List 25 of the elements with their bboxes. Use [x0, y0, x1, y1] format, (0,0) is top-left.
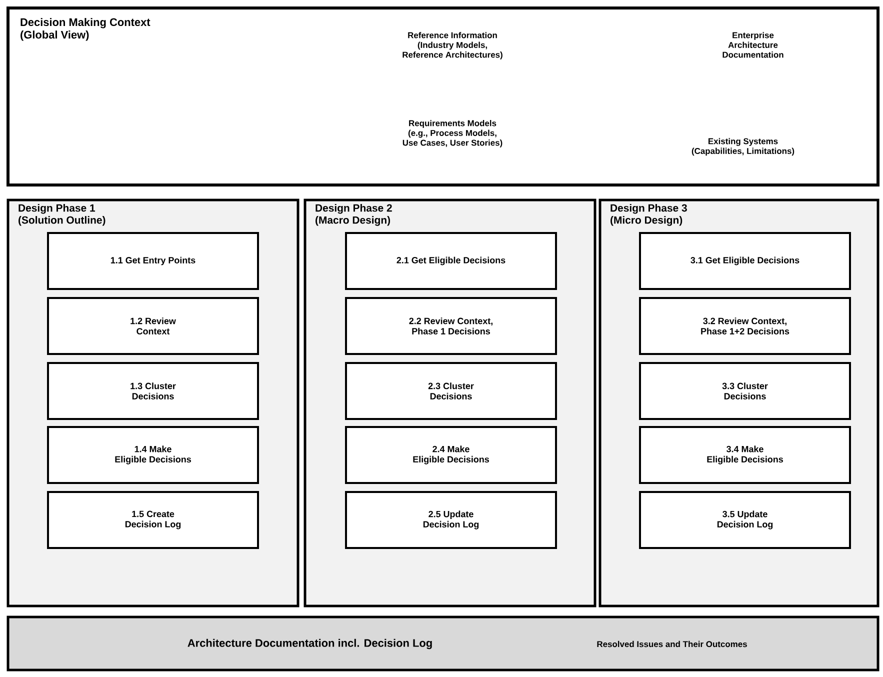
step-box: 2.5 Update Decision Log [345, 491, 557, 549]
step-box: 1.2 Review Context [47, 297, 259, 355]
phase-heading: Design Phase 1 (Solution Outline) [18, 204, 106, 226]
step-box: 3.5 Update Decision Log [639, 491, 851, 549]
step-box: 1.1 Get Entry Points [47, 232, 259, 290]
step-box: 2.2 Review Context, Phase 1 Decisions [345, 297, 557, 355]
step-box: 2.3 Cluster Decisions [345, 362, 557, 420]
step-box: 3.4 Make Eligible Decisions [639, 426, 851, 484]
step-box: 3.2 Review Context, Phase 1+2 Decisions [639, 297, 851, 355]
step-box: 1.4 Make Eligible Decisions [47, 426, 259, 484]
documentation-title: Architecture Documentation incl. Decision Log [188, 638, 432, 650]
phase-heading: Design Phase 2 (Macro Design) [316, 204, 392, 226]
panel-heading: Decision Making Context (Global View) [20, 18, 150, 41]
note-text: Resolved Issues and Their Outcomes [597, 640, 747, 648]
info-text: Existing Systems (Capabilities, Limitations) [692, 138, 794, 156]
step-box: 1.5 Create Decision Log [47, 491, 259, 549]
step-box: 3.1 Get Eligible Decisions [639, 232, 851, 290]
step-box: 2.4 Make Eligible Decisions [345, 426, 557, 484]
step-box: 1.3 Cluster Decisions [47, 362, 259, 420]
info-text: Enterprise Architecture Documentation [722, 32, 784, 58]
phase-heading: Design Phase 3 (Micro Design) [610, 204, 687, 226]
step-box: 2.1 Get Eligible Decisions [345, 232, 557, 290]
step-box: 3.3 Cluster Decisions [639, 362, 851, 420]
info-text: Requirements Models (e.g., Process Models, Use Cases, User Stories) [402, 120, 502, 148]
info-text: Reference Information (Industry Models, Reference Architectures) [402, 32, 502, 60]
